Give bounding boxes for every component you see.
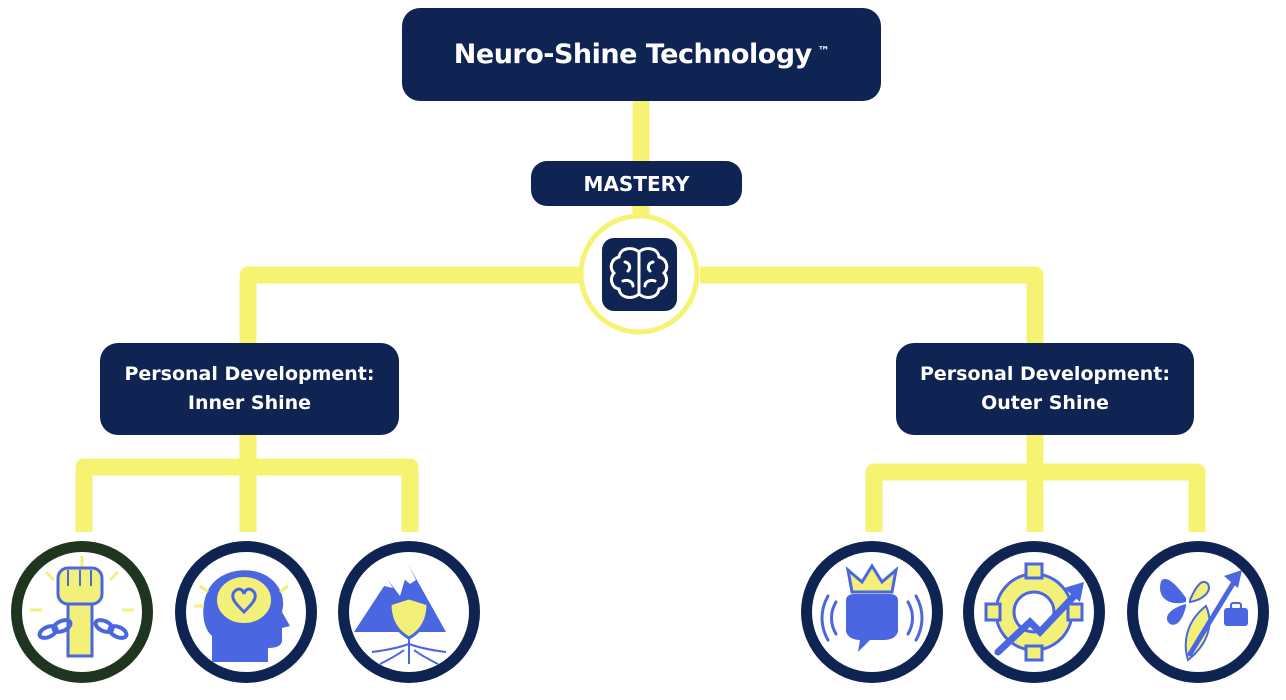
- inner-shine-line2: Inner Shine: [188, 389, 311, 418]
- gear-growth-arrow-icon: [963, 541, 1105, 683]
- inner-shine-line1: Personal Development:: [124, 360, 374, 389]
- inner-shine-node: Personal Development: Inner Shine: [100, 343, 399, 435]
- butterfly-career-arrow-icon: [1127, 541, 1269, 683]
- mountain-shield-roots-icon: [338, 541, 480, 683]
- outer-shine-node: Personal Development: Outer Shine: [896, 343, 1194, 435]
- connector-brain-outer: [700, 275, 1035, 345]
- head-brain-heart-icon: [175, 541, 317, 683]
- fist-breaking-chain-icon: [11, 541, 153, 683]
- mastery-node: MASTERY: [531, 161, 742, 206]
- root-title: Neuro-Shine Technology: [454, 39, 812, 70]
- outer-shine-line2: Outer Shine: [981, 389, 1109, 418]
- trademark-symbol: ™: [818, 44, 830, 58]
- outer-shine-line1: Personal Development:: [920, 360, 1170, 389]
- root-node: Neuro-Shine Technology ™: [402, 8, 881, 101]
- mastery-label: MASTERY: [584, 172, 690, 196]
- crowned-speech-bubble-icon: [801, 541, 943, 683]
- connector-brain-inner: [248, 275, 582, 345]
- brain-node: [581, 216, 697, 332]
